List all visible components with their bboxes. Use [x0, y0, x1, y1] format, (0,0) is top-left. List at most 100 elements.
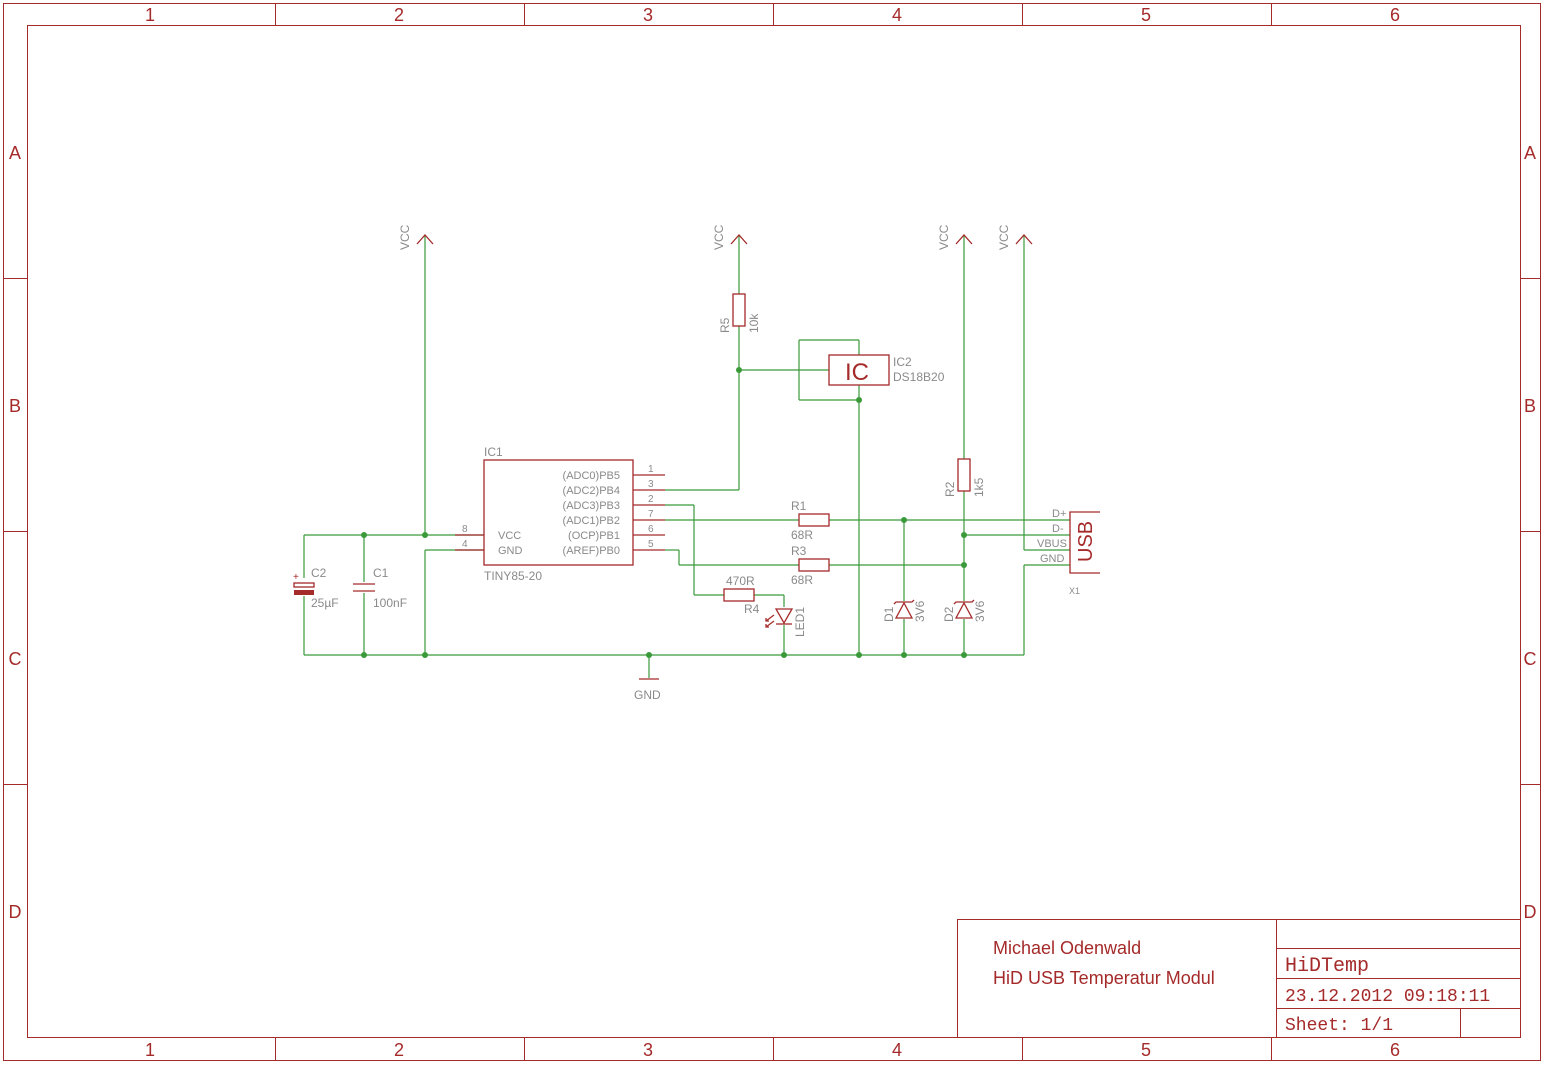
- ic1-pin-6-number: 6: [648, 524, 654, 535]
- r5-resistor: R5 10k: [718, 293, 761, 333]
- c1-value: 100nF: [373, 596, 407, 610]
- column-label-2-bottom: 2: [394, 1040, 404, 1060]
- title-sheet: Sheet: 1/1: [1285, 1016, 1393, 1036]
- ic1-pin-vcc-label: VCC: [498, 530, 521, 542]
- c2-polarity: +: [293, 572, 299, 583]
- ic2-ds18b20: IC IC2 DS18B20: [828, 354, 945, 386]
- junctions: [361, 367, 967, 658]
- gnd-label: GND: [634, 688, 661, 702]
- r2-name: R2: [943, 481, 957, 497]
- usb-symbol-text: USB: [1075, 521, 1097, 562]
- vcc-symbol-2: VCC: [712, 224, 748, 250]
- r3-value: 68R: [791, 573, 813, 587]
- ic1-pin-2-number: 2: [648, 494, 654, 505]
- r5-name: R5: [718, 317, 732, 333]
- d1-zener-diode: D1 3V6: [882, 599, 927, 622]
- d1-value: 3V6: [913, 600, 927, 622]
- c2-capacitor: + C2 25µF: [293, 566, 339, 610]
- row-label-b-right: B: [1524, 396, 1536, 416]
- c2-name: C2: [311, 566, 327, 580]
- title-author: Michael Odenwald: [993, 938, 1141, 958]
- row-label-a-right: A: [1524, 143, 1536, 163]
- column-label-3-top: 3: [643, 5, 653, 25]
- vcc-label-2: VCC: [712, 224, 726, 250]
- ic1-pin-5-number: 5: [648, 539, 654, 550]
- usb-pin-vbus-label: VBUS: [1037, 538, 1067, 550]
- led1: LED1: [765, 607, 807, 637]
- r5-value: 10k: [747, 313, 761, 333]
- title-project: HiDTemp: [1285, 955, 1369, 978]
- ic2-symbol-text: IC: [845, 359, 869, 386]
- row-label-b-left: B: [9, 396, 21, 416]
- ic1-pin-4-number: 4: [462, 539, 468, 550]
- r2-value: 1k5: [972, 477, 986, 497]
- r1-value: 68R: [791, 528, 813, 542]
- ic2-name: IC2: [893, 355, 912, 369]
- d2-name: D2: [942, 606, 956, 622]
- ic1-pin-pb1-label: (OCP)PB1: [568, 530, 620, 542]
- r2-resistor: R2 1k5: [943, 458, 986, 497]
- vcc-symbol-1: VCC: [398, 224, 434, 250]
- ic1-attiny85: IC1 TINY85-20 8 4 VCC GND 1 3 2 7 6 5 (A…: [455, 445, 665, 583]
- gnd-symbol: GND: [634, 678, 661, 702]
- row-label-d-right: D: [1524, 902, 1537, 922]
- d2-value: 3V6: [973, 600, 987, 622]
- r4-value: 470R: [726, 574, 755, 588]
- c1-name: C1: [373, 566, 389, 580]
- ic1-pin-pb3-label: (ADC3)PB3: [563, 500, 620, 512]
- ic1-pin-7-number: 7: [648, 509, 654, 520]
- column-label-3-bottom: 3: [643, 1040, 653, 1060]
- vcc-label-3: VCC: [937, 224, 951, 250]
- ic1-pin-3-number: 3: [648, 479, 654, 490]
- d1-name: D1: [882, 606, 896, 622]
- column-label-4-top: 4: [892, 5, 902, 25]
- ic1-name: IC1: [484, 445, 503, 459]
- title-description: HiD USB Temperatur Modul: [993, 968, 1215, 988]
- row-label-c-left: C: [9, 649, 22, 669]
- vcc-label-4: VCC: [997, 224, 1011, 250]
- r4-resistor: 470R R4: [723, 574, 760, 616]
- x1-usb-connector: USB D+ D- VBUS GND X1: [1037, 508, 1100, 596]
- column-label-4-bottom: 4: [892, 1040, 902, 1060]
- r3-resistor: R3 68R: [791, 544, 830, 587]
- usb-pin-dplus-label: D+: [1052, 508, 1066, 520]
- wires: [303, 236, 1070, 678]
- usb-pin-dminus-label: D-: [1052, 523, 1064, 535]
- r4-name: R4: [744, 602, 760, 616]
- c1-capacitor: C1 100nF: [353, 566, 407, 610]
- ic1-pin-pb0-label: (AREF)PB0: [563, 545, 620, 557]
- ic2-value: DS18B20: [893, 370, 945, 384]
- title-datetime: 23.12.2012 09:18:11: [1285, 987, 1490, 1007]
- column-label-5-bottom: 5: [1141, 1040, 1151, 1060]
- drawing-frame: [3, 3, 1541, 1061]
- ic1-pin-1-number: 1: [648, 464, 654, 475]
- column-label-2-top: 2: [394, 5, 404, 25]
- ic1-value: TINY85-20: [484, 569, 542, 583]
- vcc-symbol-4: VCC: [997, 224, 1033, 250]
- r1-resistor: R1 68R: [791, 499, 830, 542]
- column-label-6-bottom: 6: [1390, 1040, 1400, 1060]
- c2-value: 25µF: [311, 596, 339, 610]
- row-label-c-right: C: [1524, 649, 1537, 669]
- title-block: Michael Odenwald HiD USB Temperatur Modu…: [957, 919, 1521, 1038]
- column-label-1-bottom: 1: [145, 1040, 155, 1060]
- row-label-d-left: D: [9, 902, 22, 922]
- vcc-label-1: VCC: [398, 224, 412, 250]
- column-label-1-top: 1: [145, 5, 155, 25]
- ic1-pin-pb2-label: (ADC1)PB2: [563, 515, 620, 527]
- ic1-pin-pb4-label: (ADC2)PB4: [563, 485, 620, 497]
- x1-name: X1: [1069, 586, 1080, 596]
- column-label-5-top: 5: [1141, 5, 1151, 25]
- ic1-pin-8-number: 8: [462, 524, 468, 535]
- ic1-pin-pb5-label: (ADC0)PB5: [563, 470, 620, 482]
- vcc-symbol-3: VCC: [937, 224, 973, 250]
- d2-zener-diode: D2 3V6: [942, 599, 987, 622]
- ic1-pin-gnd-label: GND: [498, 545, 523, 557]
- usb-pin-gnd-label: GND: [1040, 553, 1065, 565]
- led1-name: LED1: [793, 607, 807, 637]
- column-label-6-top: 6: [1390, 5, 1400, 25]
- row-label-a-left: A: [9, 143, 21, 163]
- r3-name: R3: [791, 544, 807, 558]
- r1-name: R1: [791, 499, 807, 513]
